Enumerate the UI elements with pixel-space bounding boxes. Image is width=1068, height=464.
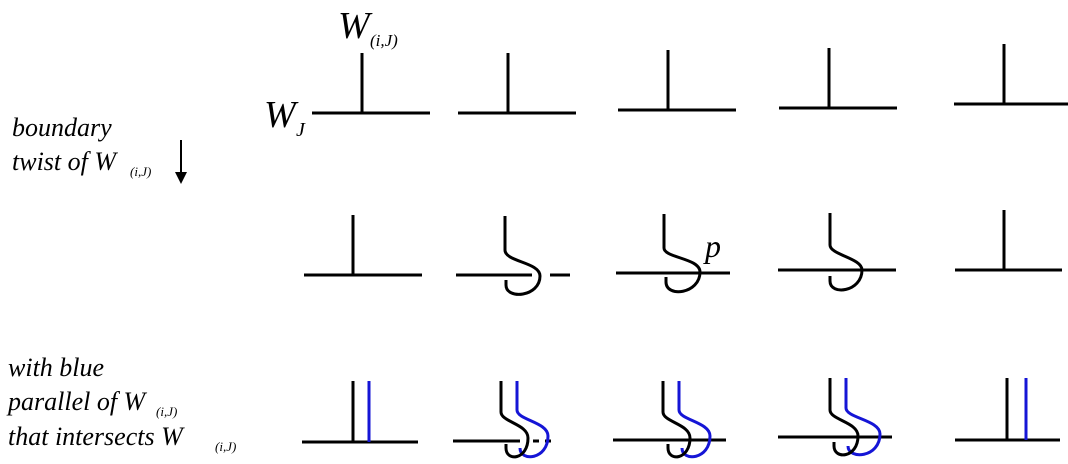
label-w-i-j: W (i,J)	[338, 5, 398, 50]
svg-text:J: J	[296, 119, 306, 141]
svg-text:W: W	[264, 94, 299, 136]
svg-text:W: W	[338, 5, 373, 47]
svg-text:(i,J): (i,J)	[130, 164, 151, 179]
svg-text:with blue: with blue	[8, 353, 104, 382]
row2-twist-4	[778, 213, 896, 292]
row1-tee-1	[310, 51, 432, 115]
label-boundary-twist: boundary twist of W (i,J)	[12, 113, 151, 179]
label-w-j: W J	[264, 94, 306, 141]
row3-tee-1	[302, 381, 418, 444]
svg-text:(i,J): (i,J)	[156, 404, 177, 419]
down-arrow-icon	[175, 140, 187, 184]
row3-twist-3	[613, 381, 726, 459]
row2-twist-3	[616, 214, 730, 294]
svg-text:boundary: boundary	[12, 113, 112, 142]
row1-tee-4	[777, 46, 899, 110]
svg-text:(i,J): (i,J)	[215, 439, 236, 454]
row2-tee-5	[955, 210, 1062, 272]
row3-twist-2	[453, 381, 553, 459]
label-p: p	[703, 228, 721, 264]
row1-tee-5	[952, 42, 1068, 106]
label-with-blue-parallel: with blue parallel of W (i,J) that inter…	[6, 353, 236, 454]
row3-tee-5	[955, 378, 1060, 442]
row2-twist-2	[456, 216, 570, 296]
row1-tee-2	[456, 51, 578, 115]
row2-tee-1	[304, 215, 422, 277]
svg-text:twist of W: twist of W	[12, 147, 118, 176]
svg-text:(i,J): (i,J)	[370, 31, 398, 50]
row1-tee-3	[616, 48, 738, 112]
svg-text:that intersects W: that intersects W	[8, 422, 185, 451]
svg-text:parallel of W: parallel of W	[6, 387, 148, 416]
row3-twist-4	[778, 378, 892, 457]
